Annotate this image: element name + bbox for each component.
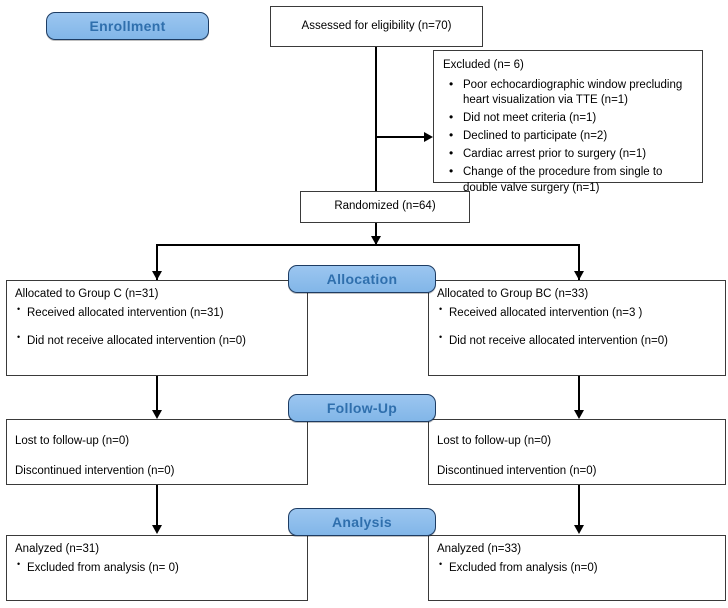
excluded-title: Excluded (n= 6) bbox=[443, 59, 524, 71]
stage-badge-followup: Follow-Up bbox=[288, 394, 436, 422]
box-analysis-right: Analyzed (n=33) Excluded from analysis (… bbox=[428, 535, 726, 601]
box-assessed-for-eligibility: Assessed for eligibility (n=70) bbox=[270, 6, 483, 47]
arrowhead-split-right bbox=[574, 271, 584, 280]
connector-alloc-left-to-followup bbox=[156, 376, 158, 410]
list-item: Excluded from analysis (n=0) bbox=[439, 559, 717, 576]
connector-alloc-right-to-followup bbox=[578, 376, 580, 410]
analysis-left-title: Analyzed (n=31) bbox=[15, 543, 100, 555]
stage-label-analysis: Analysis bbox=[332, 514, 392, 530]
followup-right-lost: Lost to follow-up (n=0) bbox=[437, 435, 552, 447]
box-analysis-left: Analyzed (n=31) Excluded from analysis (… bbox=[6, 535, 308, 601]
connector-allocation-split bbox=[156, 244, 580, 246]
box-allocation-left: Allocated to Group C (n=31) Received all… bbox=[6, 280, 308, 376]
allocation-right-list: Received allocated intervention (n=3 ) D… bbox=[437, 304, 717, 350]
allocation-left-list: Received allocated intervention (n=31) D… bbox=[15, 304, 299, 350]
connector-followup-left-to-analysis bbox=[156, 485, 158, 525]
arrowhead-alloc-right-to-followup bbox=[574, 410, 584, 419]
arrowhead-to-excluded bbox=[424, 132, 433, 142]
arrowhead-alloc-left-to-followup bbox=[152, 410, 162, 419]
stage-badge-allocation: Allocation bbox=[288, 265, 436, 293]
stage-badge-analysis: Analysis bbox=[288, 508, 436, 536]
box-followup-right: Lost to follow-up (n=0) Discontinued int… bbox=[428, 419, 726, 485]
arrowhead-randomized-down bbox=[371, 236, 381, 245]
list-item: Excluded from analysis (n= 0) bbox=[17, 559, 299, 576]
connector-split-left bbox=[156, 244, 158, 280]
connector-split-right bbox=[578, 244, 580, 280]
box-randomized: Randomized (n=64) bbox=[300, 191, 470, 223]
assessed-label: Assessed for eligibility (n=70) bbox=[301, 19, 452, 32]
arrowhead-followup-left-to-analysis bbox=[152, 525, 162, 534]
connector-assessed-to-randomized bbox=[375, 47, 377, 191]
followup-left-lost: Lost to follow-up (n=0) bbox=[15, 435, 130, 447]
list-item: Did not receive allocated intervention (… bbox=[17, 332, 299, 349]
excluded-reason-list: Poor echocardiographic window precluding… bbox=[443, 77, 693, 196]
analysis-right-list: Excluded from analysis (n=0) bbox=[437, 559, 717, 576]
list-item: Received allocated intervention (n=3 ) bbox=[439, 304, 717, 321]
stage-label-followup: Follow-Up bbox=[326, 400, 398, 416]
box-allocation-right: Allocated to Group BC (n=33) Received al… bbox=[428, 280, 726, 376]
followup-right-discontinued: Discontinued intervention (n=0) bbox=[437, 464, 597, 477]
list-item: Poor echocardiographic window precluding… bbox=[449, 77, 693, 108]
box-followup-left: Lost to follow-up (n=0) Discontinued int… bbox=[6, 419, 308, 485]
list-item: Did not meet criteria (n=1) bbox=[449, 110, 693, 126]
arrowhead-followup-right-to-analysis bbox=[574, 525, 584, 534]
box-excluded: Excluded (n= 6) Poor echocardiographic w… bbox=[433, 50, 703, 194]
stage-badge-enrollment: Enrollment bbox=[46, 12, 209, 40]
analysis-left-list: Excluded from analysis (n= 0) bbox=[15, 559, 299, 576]
stage-label-allocation: Allocation bbox=[326, 271, 398, 287]
connector-followup-right-to-analysis bbox=[578, 485, 580, 525]
list-item: Declined to participate (n=2) bbox=[449, 128, 693, 144]
list-item: Cardiac arrest prior to surgery (n=1) bbox=[449, 146, 693, 162]
list-item: Change of the procedure from single to d… bbox=[449, 164, 693, 195]
list-item: Received allocated intervention (n=31) bbox=[17, 304, 299, 321]
connector-randomized-down bbox=[375, 223, 377, 244]
followup-left-discontinued: Discontinued intervention (n=0) bbox=[15, 464, 175, 477]
analysis-right-title: Analyzed (n=33) bbox=[437, 543, 522, 555]
allocation-left-title: Allocated to Group C (n=31) bbox=[15, 288, 159, 300]
arrowhead-split-left bbox=[152, 271, 162, 280]
list-item: Did not receive allocated intervention (… bbox=[439, 332, 717, 349]
allocation-right-title: Allocated to Group BC (n=33) bbox=[437, 288, 589, 300]
stage-label-enrollment: Enrollment bbox=[89, 18, 166, 34]
randomized-label: Randomized (n=64) bbox=[334, 200, 436, 213]
connector-to-excluded bbox=[375, 136, 424, 138]
